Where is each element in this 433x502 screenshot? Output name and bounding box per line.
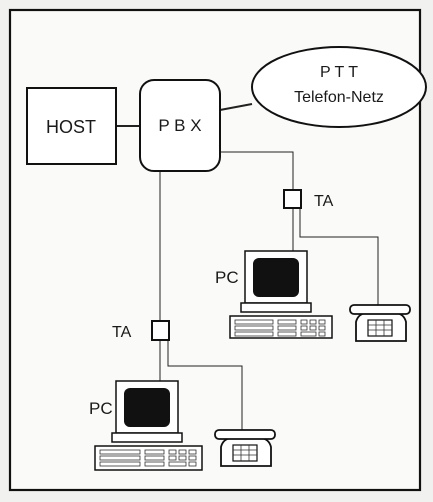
telephone-lower <box>214 429 276 467</box>
ta-lower-label: TA <box>112 324 132 341</box>
pc-upper-screen <box>253 258 299 297</box>
telephone-network-ellipse <box>251 46 427 128</box>
ta-upper-label: TA <box>314 193 334 210</box>
phone-upper-handset <box>349 304 411 315</box>
host-label: HOST <box>46 117 96 137</box>
telephone-upper <box>349 304 411 342</box>
host-node: HOST <box>26 87 117 165</box>
pc-upper-base <box>240 302 312 313</box>
ta-lower-box <box>151 320 170 341</box>
pbx-network-link <box>219 103 253 111</box>
pbx-label: P B X <box>158 116 201 135</box>
pc-upper-label: PC <box>215 268 239 287</box>
pc-lower-screen <box>124 388 170 427</box>
terminal-adapter-upper: TA <box>283 189 334 210</box>
host-box <box>26 87 117 165</box>
pc-lower: PC <box>89 380 203 471</box>
phone-lower-handset <box>214 429 276 440</box>
pc-upper: PC <box>215 250 333 339</box>
pc-lower-base <box>111 432 183 443</box>
connection-lines <box>116 103 379 435</box>
network-label-line1: P T T <box>320 64 358 81</box>
pc-lower-keyboard <box>94 445 203 471</box>
ta-upper-phone-link <box>299 208 379 308</box>
ta-lower-phone-link <box>167 340 243 435</box>
pbx-node: P B X <box>139 79 221 172</box>
terminal-adapter-lower: TA <box>112 320 170 341</box>
ta-upper-box <box>283 189 302 209</box>
pc-lower-label: PC <box>89 399 113 418</box>
phone-upper-keypad <box>367 319 393 337</box>
pbx-box <box>139 79 221 172</box>
network-label-line2: Telefon-Netz <box>294 89 384 106</box>
phone-lower-keypad <box>232 444 258 462</box>
pc-upper-keyboard <box>229 315 333 339</box>
telephone-network-node: P T T Telefon-Netz <box>251 46 427 128</box>
